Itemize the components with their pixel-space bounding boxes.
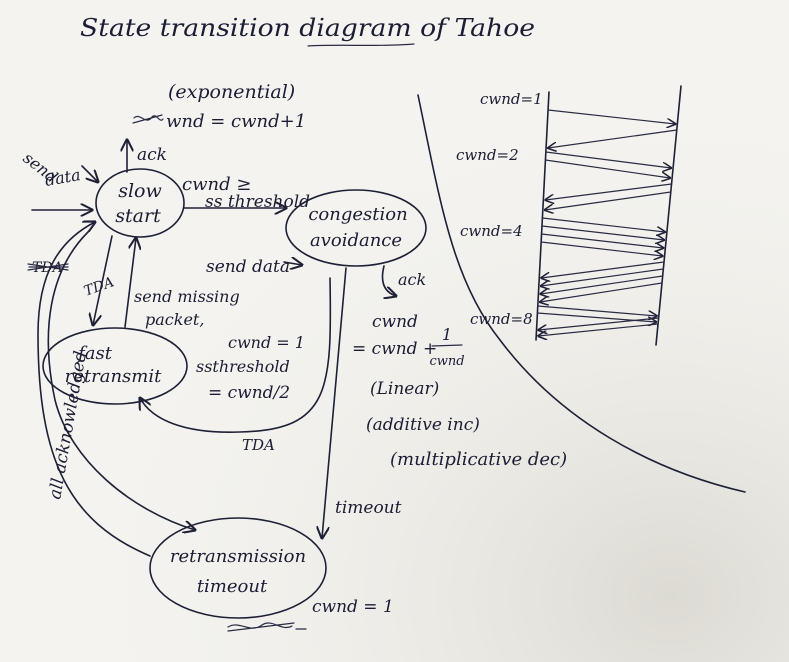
multiplicative-label: (multiplicative dec) — [390, 449, 567, 470]
transition-arrow-slow-start-to-timeout — [47, 231, 195, 530]
ack-arrow — [545, 191, 672, 210]
page-title: State transition diagram of Tahoe — [80, 14, 535, 42]
transition-arrow-all-acknowledged — [37, 222, 151, 557]
transition-arrow-fast-retransmit-to-slow-start — [124, 238, 136, 328]
ca-update-rhs: = cwnd + — [352, 339, 437, 359]
window-label-8: cwnd=8 — [470, 310, 533, 328]
fr-action-line1: send missing — [134, 287, 240, 306]
state-slow-start-label-line1: slow — [118, 180, 162, 202]
ca-update-numerator: 1 — [442, 325, 452, 344]
ca-ack-label: ack — [398, 270, 426, 289]
linear-label: (Linear) — [370, 379, 439, 399]
timeout-cwnd-label: cwnd = 1 — [312, 597, 394, 617]
strikeout-scribble — [132, 114, 164, 124]
state-retransmission-timeout-label-line1: retransmission — [170, 546, 306, 567]
fr-cwnd-label: cwnd = 1 — [228, 333, 305, 352]
ack-arrow — [541, 268, 664, 286]
slow-start-update-label: wnd = cwnd+1 — [166, 111, 306, 132]
fr-ssthreshold-line1: ssthreshold — [196, 357, 290, 376]
window-label-1: cwnd=1 — [480, 90, 543, 108]
window-label-4: cwnd=4 — [460, 222, 523, 240]
receiver-timeline — [655, 85, 682, 346]
state-congestion-avoidance-label-line1: congestion — [308, 204, 407, 225]
segment-arrow — [540, 241, 662, 256]
slow-start-ack-label: ack — [137, 145, 167, 165]
sender-timeline — [535, 91, 550, 341]
ack-arrow — [540, 282, 663, 302]
tda-crossed-label: TDA — [32, 260, 63, 276]
transition-arrow-ca-to-timeout — [322, 267, 347, 538]
ack-arrow — [539, 317, 660, 330]
exponential-label: (exponential) — [168, 81, 295, 103]
segment-arrow — [540, 233, 664, 248]
state-retransmission-timeout — [149, 517, 327, 619]
ca-update-denominator: cwnd — [429, 354, 464, 369]
segment-arrow — [541, 225, 664, 240]
ack-arrow — [541, 261, 665, 278]
state-fast-retransmit — [42, 327, 188, 405]
state-congestion-avoidance-label-line2: avoidance — [310, 230, 402, 251]
state-congestion-avoidance — [285, 189, 427, 267]
ca-send-data-label: send data — [206, 257, 290, 277]
title-underline — [307, 43, 415, 47]
transition-arrow-ca-to-fast-retransmit — [140, 277, 332, 433]
state-fast-retransmit-label-line1: fast — [76, 343, 113, 364]
fraction-bar — [431, 344, 463, 347]
ack-arrow — [540, 275, 664, 294]
tda-strikeout — [27, 263, 69, 271]
segment-arrow — [545, 151, 671, 168]
ca-update-lhs: cwnd — [372, 312, 418, 332]
sequence-diagram: cwnd=1 cwnd=2 cwnd=4 cwnd=8 — [456, 85, 682, 346]
ack-arrow — [545, 183, 673, 200]
threshold-condition-line1: cwnd ≥ — [182, 174, 251, 195]
additive-label: (additive inc) — [366, 415, 480, 435]
fr-action-line2: packet, — [145, 310, 204, 329]
fr-ssthreshold-line2: = cwnd/2 — [208, 383, 290, 403]
state-slow-start-label-line2: start — [115, 205, 161, 227]
send-data-arrow — [81, 165, 98, 182]
segment-arrow — [541, 217, 665, 232]
bottom-scribble — [227, 622, 307, 632]
state-fast-retransmit-label-line2: retransmit — [65, 366, 162, 387]
state-retransmission-timeout-label-line2: timeout — [197, 576, 268, 597]
timeout-label: timeout — [335, 498, 402, 518]
transition-arrow-slow-start-to-fast-retransmit — [93, 235, 113, 325]
segment-arrow — [537, 305, 657, 316]
ca-ack-arrow — [381, 265, 397, 296]
ack-arrow — [538, 323, 659, 336]
tda-label-ca: TDA — [242, 436, 275, 454]
segment-arrow — [547, 109, 675, 124]
window-label-2: cwnd=2 — [456, 146, 519, 164]
segment-arrow — [544, 159, 670, 178]
window-curve — [417, 94, 746, 493]
ack-arrow — [548, 129, 678, 148]
ca-send-data-arrow — [283, 262, 302, 265]
